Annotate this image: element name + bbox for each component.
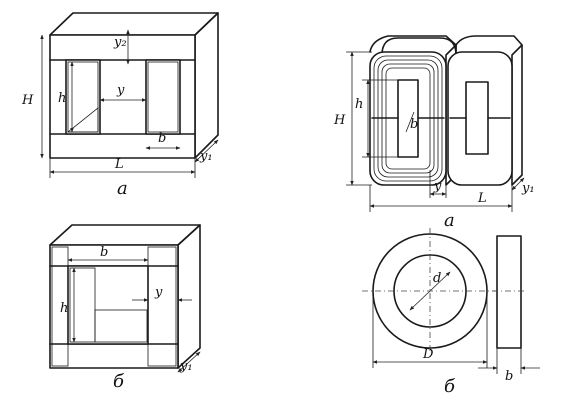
- core-b-left: b h y y₁ б: [49, 224, 201, 392]
- label-y2: y₂: [113, 35, 127, 50]
- label-b: b: [100, 245, 108, 260]
- label-y1: y₁: [521, 181, 535, 196]
- label-H: H: [333, 113, 346, 128]
- label-L: L: [477, 191, 487, 206]
- caption-b-left: б: [113, 371, 125, 392]
- label-y: y: [433, 179, 442, 194]
- label-y1: y₁: [199, 149, 213, 164]
- label-H: H: [21, 93, 34, 108]
- caption-a-left: а: [117, 178, 128, 199]
- label-y: y: [154, 285, 163, 300]
- core-b-right: d D b б: [362, 228, 540, 397]
- label-L: L: [114, 157, 124, 172]
- core-a-right: H h b y L y₁ а: [333, 35, 535, 231]
- label-D: D: [422, 347, 434, 362]
- caption-a-right: а: [444, 210, 455, 231]
- label-b: b: [158, 131, 166, 146]
- label-d: d: [433, 271, 441, 286]
- label-y: y: [116, 83, 125, 98]
- label-h: h: [60, 301, 68, 316]
- label-b: b: [505, 369, 513, 384]
- label-h: h: [58, 91, 66, 106]
- label-b: b: [410, 117, 418, 132]
- label-y1: y₁: [179, 359, 193, 374]
- core-a-left: H h y y₂ b L y₁ а: [21, 12, 219, 199]
- label-h: h: [355, 97, 363, 112]
- caption-b-right: б: [444, 376, 456, 397]
